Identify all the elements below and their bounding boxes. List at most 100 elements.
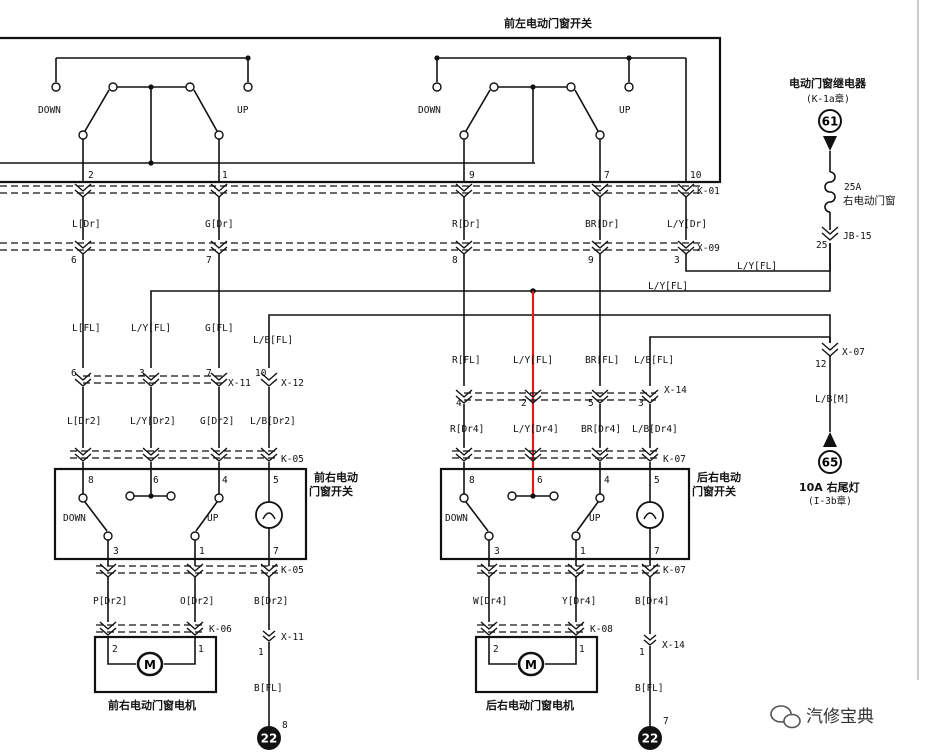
svg-text:BR[Dr4]: BR[Dr4]: [581, 424, 621, 435]
svg-text:L/B[FL]: L/B[FL]: [253, 335, 293, 346]
svg-text:6: 6: [71, 368, 77, 379]
svg-text:25: 25: [816, 240, 827, 251]
svg-text:7: 7: [206, 255, 212, 266]
svg-text:门窗开关: 门窗开关: [692, 484, 736, 498]
svg-text:X-09: X-09: [697, 243, 720, 254]
front-right-switch: 前右电动 门窗开关 8 6 4 5 DOWN UP 3 1 7: [53, 462, 358, 566]
svg-text:3: 3: [139, 368, 145, 379]
svg-text:DOWN: DOWN: [445, 513, 468, 524]
svg-text:K-06: K-06: [209, 624, 232, 635]
svg-text:L/Y[Dr4]: L/Y[Dr4]: [513, 424, 559, 435]
svg-text:M: M: [144, 658, 156, 672]
svg-text:(K-1a章): (K-1a章): [806, 93, 850, 105]
svg-text:K-05: K-05: [281, 454, 304, 465]
svg-text:Y[Dr4]: Y[Dr4]: [562, 596, 596, 607]
svg-text:9: 9: [588, 255, 594, 266]
svg-text:3: 3: [113, 546, 119, 557]
svg-text:X-14: X-14: [662, 640, 685, 651]
svg-text:12: 12: [815, 359, 826, 370]
front-left-switch: 前左电动门窗开关 DOWN UP 2 1 DOWN UP: [0, 16, 722, 184]
front-left-switch-title: 前左电动门窗开关: [504, 16, 592, 30]
svg-text:L[Dr2]: L[Dr2]: [67, 416, 101, 427]
svg-text:7: 7: [654, 546, 660, 557]
svg-text:L/B[FL]: L/B[FL]: [634, 355, 674, 366]
svg-text:X-12: X-12: [281, 378, 304, 389]
svg-text:22: 22: [261, 732, 278, 746]
svg-text:22: 22: [642, 732, 659, 746]
rear-right-switch: 后右电动 门窗开关 8 6 4 5 DOWN UP 3 1 7: [439, 462, 741, 566]
svg-text:(I-3b章): (I-3b章): [808, 495, 852, 507]
svg-text:1: 1: [222, 170, 228, 181]
svg-text:B[FL]: B[FL]: [254, 683, 283, 694]
svg-text:1: 1: [639, 647, 645, 658]
svg-text:K-07: K-07: [663, 454, 686, 465]
svg-text:G[Dr2]: G[Dr2]: [200, 416, 234, 427]
svg-text:X-11: X-11: [228, 378, 251, 389]
svg-text:DOWN: DOWN: [63, 513, 86, 524]
watermark: 汽修宝典: [770, 705, 874, 729]
svg-text:1: 1: [258, 647, 264, 658]
svg-text:4: 4: [604, 475, 610, 486]
svg-text:B[Dr2]: B[Dr2]: [254, 596, 288, 607]
connector-k01-x09: K-01 L[Dr] G[Dr] R[Dr] BR[Dr] L/Y[Dr] X-…: [0, 183, 720, 266]
svg-text:L/Y[FL]: L/Y[FL]: [513, 355, 553, 366]
svg-text:X-11: X-11: [281, 632, 304, 643]
svg-text:3: 3: [638, 398, 644, 409]
tail-lamp-feed: X-07 12 L/B[M] 65 10A 右尾灯 (I-3b章): [799, 337, 865, 507]
svg-text:8: 8: [452, 255, 458, 266]
svg-text:K-01: K-01: [697, 186, 720, 197]
svg-text:7: 7: [273, 546, 279, 557]
svg-text:L/Y[FL]: L/Y[FL]: [131, 323, 171, 334]
svg-text:汽修宝典: 汽修宝典: [806, 707, 874, 727]
svg-text:电动门窗继电器: 电动门窗继电器: [789, 76, 867, 90]
svg-text:R[FL]: R[FL]: [452, 355, 481, 366]
svg-text:M: M: [525, 658, 537, 672]
svg-text:5: 5: [273, 475, 279, 486]
svg-text:2: 2: [88, 170, 94, 181]
svg-text:后右电动门窗电机: 后右电动门窗电机: [486, 698, 574, 712]
svg-text:X-07: X-07: [842, 347, 865, 358]
svg-text:K-08: K-08: [590, 624, 613, 635]
svg-text:10A 右尾灯: 10A 右尾灯: [799, 480, 860, 494]
fl-down-right: DOWN: [418, 105, 441, 116]
svg-text:6: 6: [71, 255, 77, 266]
svg-text:UP: UP: [207, 513, 219, 524]
svg-text:L/Y[FL]: L/Y[FL]: [737, 261, 777, 272]
svg-text:8: 8: [469, 475, 475, 486]
svg-text:65: 65: [822, 456, 839, 470]
svg-text:R[Dr4]: R[Dr4]: [450, 424, 484, 435]
svg-text:9: 9: [469, 170, 475, 181]
svg-text:1: 1: [199, 546, 205, 557]
wechat-icon: [770, 705, 801, 729]
svg-text:61: 61: [822, 115, 839, 129]
svg-text:1: 1: [580, 546, 586, 557]
svg-text:1: 1: [198, 644, 204, 655]
svg-text:P[Dr2]: P[Dr2]: [93, 596, 127, 607]
svg-text:2: 2: [493, 644, 499, 655]
connector-k05-k07-top: K-05 K-07: [70, 447, 686, 465]
svg-text:B[Dr4]: B[Dr4]: [635, 596, 669, 607]
svg-text:O[Dr2]: O[Dr2]: [180, 596, 214, 607]
svg-text:8: 8: [88, 475, 94, 486]
fl-up-right: UP: [619, 105, 631, 116]
connector-k05-k07-bottom: K-05 K-07 P[Dr2] O[Dr2] B[Dr2] W[Dr4] Y[…: [93, 563, 686, 634]
fl-up-left: UP: [237, 105, 249, 116]
svg-text:BR[FL]: BR[FL]: [585, 355, 619, 366]
svg-text:6: 6: [153, 475, 159, 486]
svg-text:L/B[Dr4]: L/B[Dr4]: [632, 424, 678, 435]
svg-text:4: 4: [222, 475, 228, 486]
svg-text:7: 7: [206, 368, 212, 379]
svg-text:4: 4: [456, 398, 462, 409]
svg-text:10: 10: [255, 368, 267, 379]
svg-text:7: 7: [604, 170, 610, 181]
svg-text:L[FL]: L[FL]: [72, 323, 101, 334]
connector-x11-x12-x14: L[FL] L/Y[FL] G[FL] L/B[FL] 6 3 7 X-11 1…: [67, 323, 687, 448]
svg-text:JB-15: JB-15: [843, 231, 872, 242]
svg-text:25A: 25A: [844, 182, 861, 193]
svg-text:右电动门窗: 右电动门窗: [843, 194, 896, 207]
svg-text:3: 3: [494, 546, 500, 557]
rear-right-motor: K-08 2 1 M 后右电动门窗电机: [474, 621, 613, 712]
svg-text:BR[Dr]: BR[Dr]: [585, 219, 619, 230]
svg-text:L/B[Dr2]: L/B[Dr2]: [250, 416, 296, 427]
